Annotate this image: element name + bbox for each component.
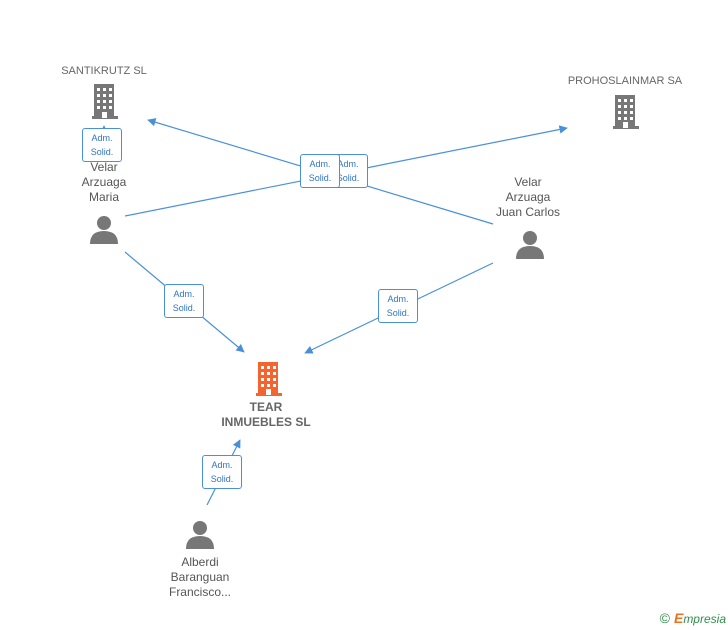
edge-label-line2: Solid. <box>336 173 360 183</box>
edge-label-line1: Adm. <box>309 159 331 169</box>
empresia-logo: ©Empresia <box>660 610 726 626</box>
label-line: Arzuaga <box>505 190 551 204</box>
edge-label-line2: Solid. <box>308 173 332 183</box>
label-line: Velar <box>90 160 118 174</box>
edge-label-line1: Adm. <box>211 460 233 470</box>
edge-label-line2: Solid. <box>210 474 234 484</box>
person-label-alberdi[interactable]: Alberdi Baranguan Francisco... <box>150 555 250 600</box>
edge-label: Adm. Solid. <box>378 289 418 323</box>
main-company-label[interactable]: TEAR INMUEBLES SL <box>206 400 326 430</box>
company-label-prohoslainmar[interactable]: PROHOSLAINMAR SA <box>567 75 683 87</box>
brand-initial: E <box>673 610 684 626</box>
copyright-symbol: © <box>659 610 670 626</box>
label-line: TEAR <box>249 400 283 414</box>
label-line: Juan Carlos <box>495 205 561 219</box>
label-line: INMUEBLES SL <box>221 415 311 429</box>
label-line: Maria <box>88 190 119 204</box>
edge-label-line1: Adm. <box>173 289 195 299</box>
edge-label-line2: Solid. <box>90 147 114 157</box>
person-label-velar-maria[interactable]: Velar Arzuaga Maria <box>64 160 144 205</box>
building-icon <box>613 95 639 129</box>
edge-label-line1: Adm. <box>91 133 113 143</box>
edge-label-line2: Solid. <box>172 303 196 313</box>
building-icon <box>92 84 118 119</box>
edge-label: Adm. Solid. <box>82 128 122 162</box>
edge-label-line2: Solid. <box>386 308 410 318</box>
brand-name: mpresia <box>683 612 726 626</box>
person-icon <box>186 521 214 549</box>
edge-label-line1: Adm. <box>387 294 409 304</box>
edge-label: Adm. Solid. <box>164 284 204 318</box>
main-company-building-icon <box>256 362 282 396</box>
edge-label: Adm. Solid. <box>202 455 242 489</box>
edge-label-line1: Adm. <box>337 159 359 169</box>
label-line: Baranguan <box>170 570 230 584</box>
label-line: Velar <box>514 175 542 189</box>
person-icon <box>90 216 118 244</box>
label-line: Arzuaga <box>81 175 127 189</box>
label-line: Alberdi <box>181 555 219 569</box>
person-label-velar-juan[interactable]: Velar Arzuaga Juan Carlos <box>478 175 578 220</box>
label-line: Francisco... <box>168 585 231 599</box>
edge-label: Adm. Solid. <box>300 154 340 188</box>
company-label-santikrutz[interactable]: SANTIKRUTZ SL <box>61 65 147 77</box>
person-icon <box>516 231 544 259</box>
